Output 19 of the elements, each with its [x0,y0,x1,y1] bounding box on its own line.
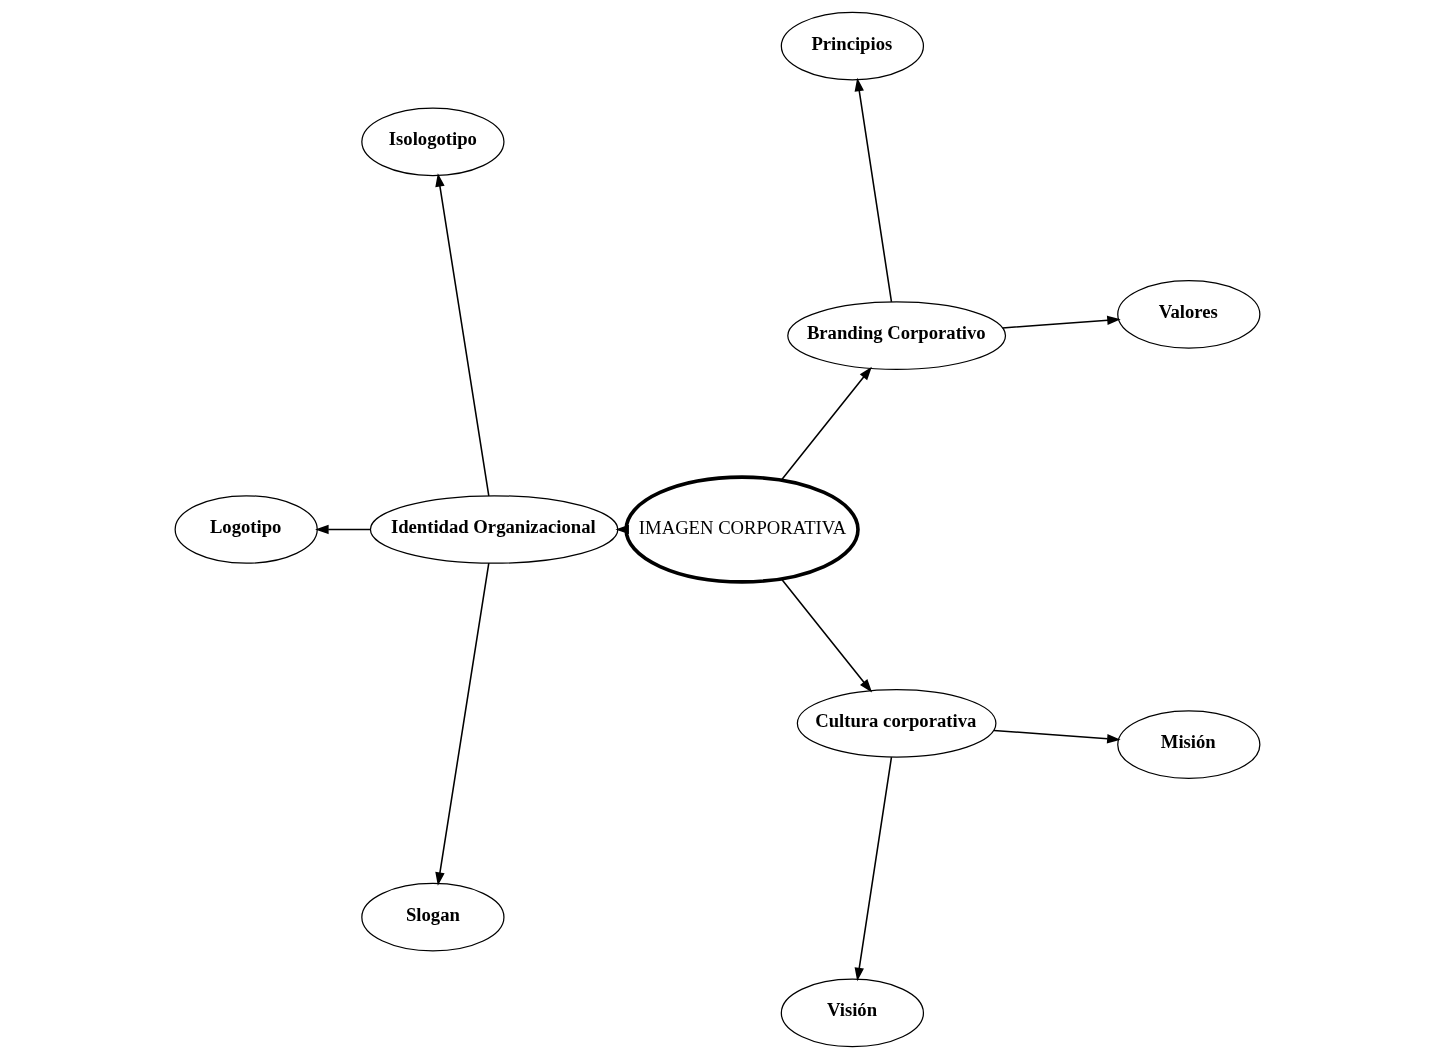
node-ellipse: Logotipo [174,495,318,564]
arrow [854,77,892,303]
node-ellipse: Slogan [360,882,505,952]
arrow [780,366,872,481]
node-ellipse: Valores [1116,280,1260,349]
node-ellipse: Branding Corporativo [786,301,1006,370]
arrow [434,562,490,886]
node-ellipse: Principios [780,11,924,81]
node-ellipse: Cultura corporativa [796,689,996,758]
arrow [1001,315,1121,329]
node-ellipse: Isologotipo [360,107,505,177]
arrow [992,729,1121,744]
node-ellipse: Visión [780,978,924,1048]
arrow [434,173,490,497]
arrow [854,756,892,982]
arrow [314,524,371,535]
arrow [780,578,872,693]
node-ellipse: Identidad Organizacional [369,495,618,564]
node-ellipse: Misión [1116,710,1260,779]
